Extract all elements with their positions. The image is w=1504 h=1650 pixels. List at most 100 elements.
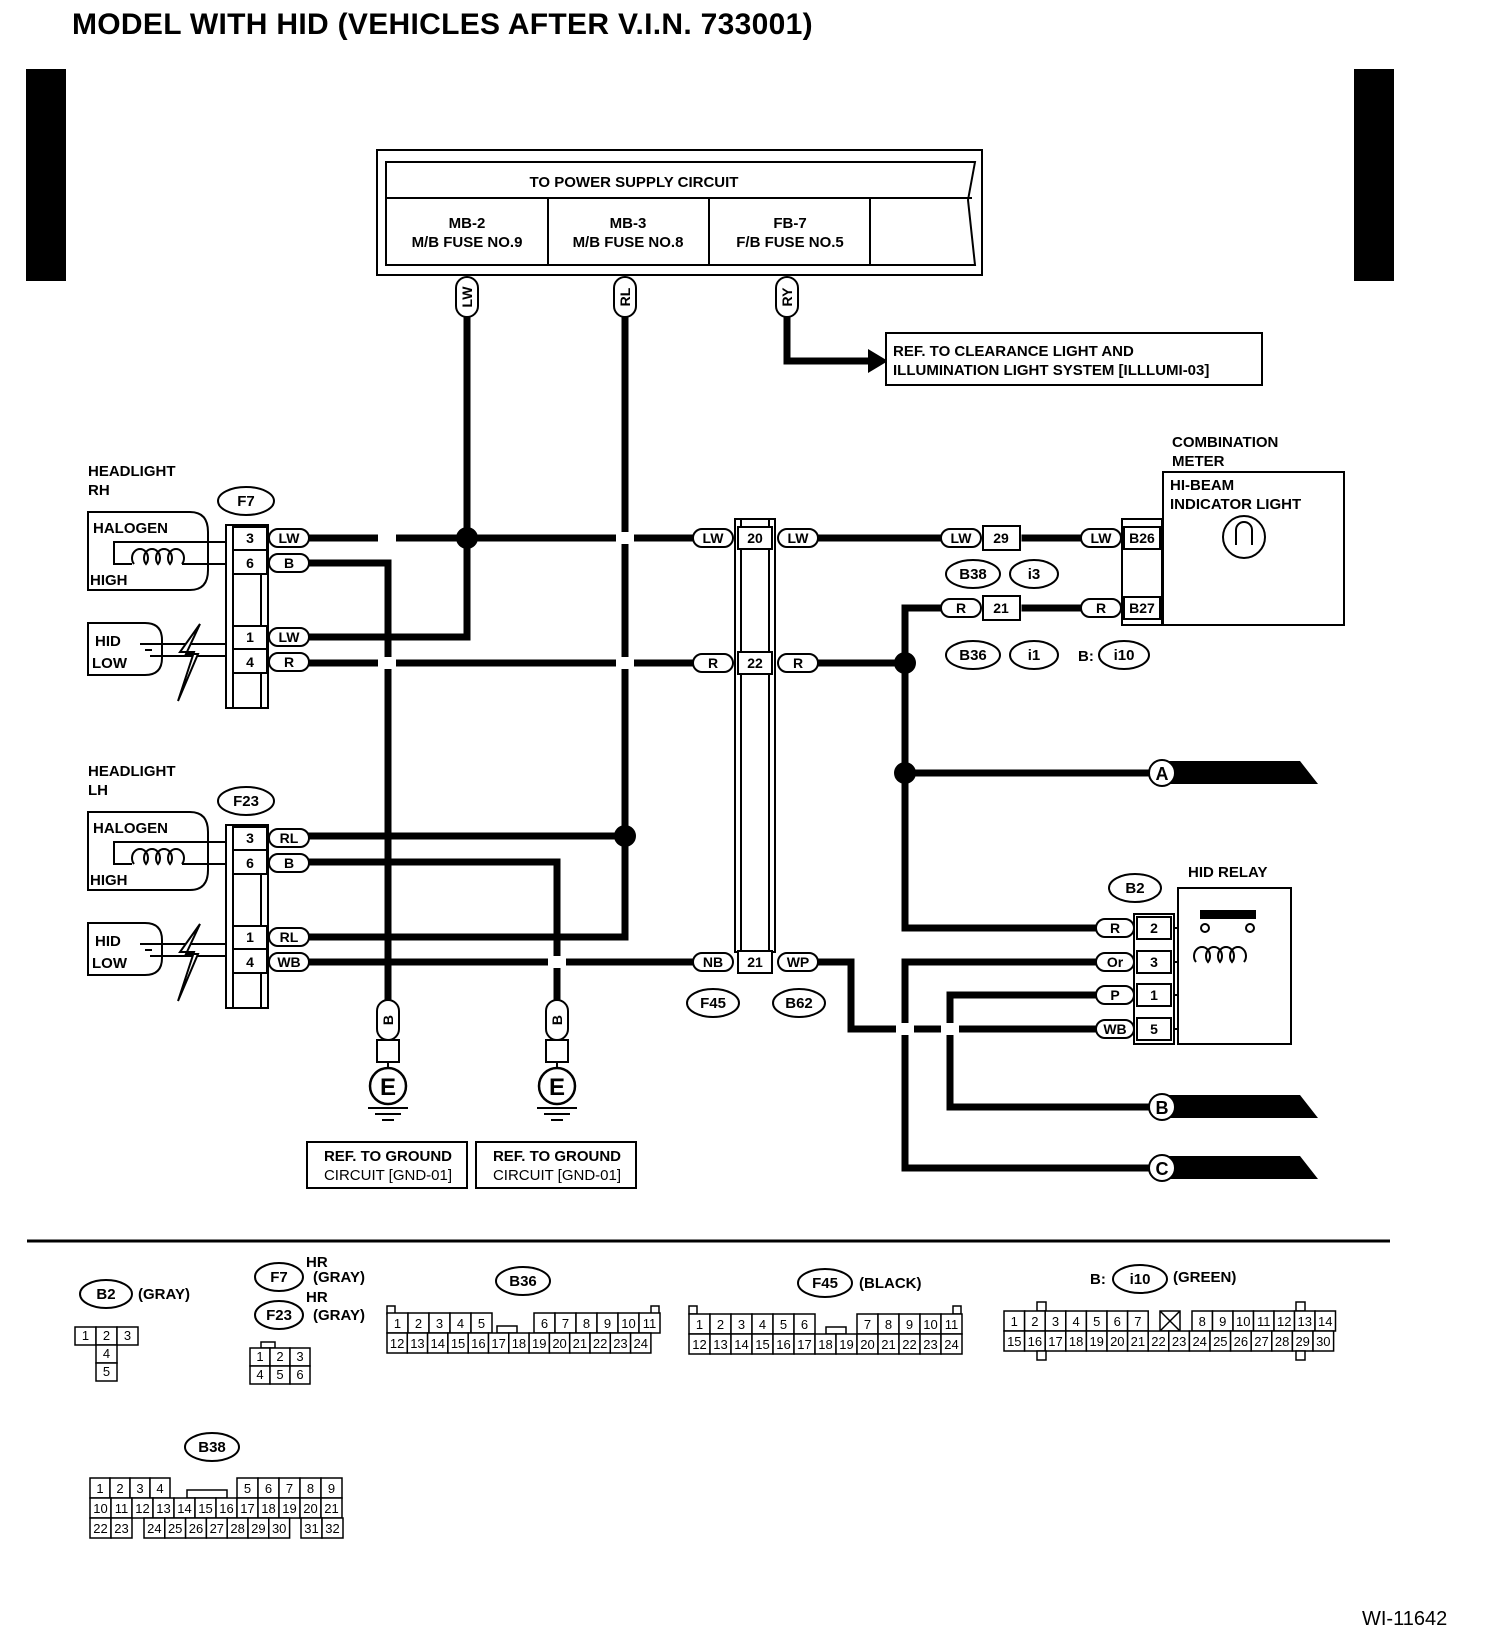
legend-b2: B2 — [96, 1286, 115, 1303]
legend-i10-tab-br — [1295, 1350, 1306, 1361]
legend-b38-row3b-text-6: 30 — [272, 1521, 286, 1536]
fuse-1-code: MB-3 — [610, 215, 647, 232]
legend-f45-row1a-text-1: 2 — [717, 1317, 724, 1332]
meter-indicator1: HI-BEAM — [1170, 477, 1234, 494]
joint-label-left: F45 — [700, 995, 726, 1012]
legend-b38-row3c-text-1: 32 — [325, 1521, 339, 1536]
legend-b38-row1a-text-3: 4 — [156, 1481, 163, 1496]
legend-b36-row1b-text-5: 11 — [643, 1316, 657, 1331]
legend-b36-row2-text-0: 12 — [390, 1336, 404, 1351]
legend-f45-row2-text-3: 15 — [755, 1337, 769, 1352]
hid-relay-wire-0-tag — [1095, 918, 1135, 938]
crossing-gap-1 — [616, 532, 634, 544]
legend-f45-row1b-text-4: 11 — [945, 1317, 959, 1332]
crossing-gap-4 — [548, 956, 566, 968]
headlight-rh-connector-oval — [217, 486, 275, 516]
joint-cell-1 — [737, 651, 773, 675]
legend-b38-row2-text-10: 20 — [303, 1501, 317, 1516]
meter-indicator2: INDICATOR LIGHT — [1170, 496, 1301, 513]
meter-wire-0-tag — [1080, 528, 1122, 548]
legend-b2-row3-text-0: 5 — [103, 1364, 110, 1379]
hi-beam-filament — [1235, 521, 1253, 545]
headlight-lh-pin-0: 3 — [246, 830, 254, 846]
headlight-lh-hid: HID — [95, 933, 121, 950]
joint-cell-0 — [737, 526, 773, 550]
legend-i10-row2-text-2: 17 — [1048, 1334, 1062, 1349]
headlight-rh-low: LOW — [92, 655, 128, 672]
legend-b36-row2-text-1: 13 — [410, 1336, 424, 1351]
legend-f45-tab-l — [688, 1305, 698, 1315]
legend-b38-row2-text-11: 21 — [324, 1501, 338, 1516]
legend-b38-row1b-text-3: 8 — [307, 1481, 314, 1496]
legend-b38-row2-text-8: 18 — [261, 1501, 275, 1516]
headlight-rh-hid: HID — [95, 633, 121, 650]
hid-relay-connector: B2 — [1125, 880, 1144, 897]
legend-b36-row2-text-8: 20 — [552, 1336, 566, 1351]
crossing-gap-0 — [378, 532, 396, 544]
legend-b36-row1b-text-0: 6 — [541, 1316, 548, 1331]
legend-f23-oval — [254, 1300, 304, 1330]
hid-relay-wire-2-tag — [1095, 985, 1135, 1005]
legend-b36-row2-text-6: 18 — [512, 1336, 526, 1351]
ground-symbol-1: E — [549, 1074, 565, 1101]
legend-b36-row1a-text-3: 4 — [457, 1316, 464, 1331]
headlight-lh-pin-wire-1-tag — [268, 853, 310, 873]
legend-f7-hr: HR — [306, 1254, 328, 1271]
legend-b2-row3-cell-0 — [95, 1362, 118, 1382]
hi-beam-indicator-icon — [1222, 515, 1266, 559]
fuse-wire-1-tag — [613, 276, 637, 318]
legend-b38-row3b-text-5: 29 — [251, 1521, 265, 1536]
legend-i10: i10 — [1130, 1271, 1151, 1288]
legend-i10-row1b-text-4: 12 — [1277, 1314, 1291, 1329]
wire-or — [901, 958, 1154, 1172]
ground-ref-box-1 — [475, 1141, 637, 1189]
legend-b36-row1b-text-2: 8 — [583, 1316, 590, 1331]
fuse-wire-0-tag — [455, 276, 479, 318]
headlight-lh-halogen-wire1 — [113, 841, 228, 865]
legend-f45-row2-text-8: 20 — [860, 1337, 874, 1352]
hid-relay-pin-3: 5 — [1150, 1021, 1158, 1037]
mid-label-top-0-oval — [945, 559, 1001, 589]
headlight-lh-pin-wire-3-tag — [268, 952, 310, 972]
arrow-clearance — [868, 349, 888, 373]
legend-b36-row1a-text-4: 5 — [478, 1316, 485, 1331]
joint-cell-2 — [737, 950, 773, 974]
hid-relay-wire-2: P — [1110, 987, 1119, 1003]
headlight-rh-pin-wire-2: LW — [279, 629, 301, 645]
legend-i10-blocked-pin — [1159, 1310, 1181, 1332]
legend-b36-row2-cell-12 — [629, 1332, 652, 1354]
joint-left-1-tag — [692, 653, 734, 673]
legend-f45-row1b-text-2: 9 — [906, 1317, 913, 1332]
legend-b36-row2-text-4: 16 — [471, 1336, 485, 1351]
headlight-lh-low: LOW — [92, 955, 128, 972]
legend-b36-row2-text-2: 14 — [431, 1336, 445, 1351]
meter-pin-1: B27 — [1129, 600, 1155, 616]
crossing-gap-6 — [941, 1023, 959, 1035]
offpage-letter-1: B — [1156, 1098, 1169, 1118]
fuse-wire-2-tag — [775, 276, 799, 318]
meter-wire-1: R — [1096, 600, 1106, 616]
legend-b38-row3b-cell-6 — [268, 1517, 291, 1539]
legend-f45-row1a-text-2: 3 — [738, 1317, 745, 1332]
junction-r-a — [894, 762, 916, 784]
fuse-0-name: M/B FUSE NO.9 — [412, 234, 523, 251]
legend-f45-oval — [797, 1268, 853, 1298]
legend-b2-color: (GRAY) — [138, 1286, 190, 1303]
joint-right-2: WP — [787, 954, 810, 970]
crossing-gap-2 — [378, 657, 396, 669]
ground-block-0 — [376, 1039, 400, 1063]
legend-f45-row2-text-10: 22 — [902, 1337, 916, 1352]
headlight-lh-hid-bolt — [177, 923, 201, 1002]
joint-left-0-tag — [692, 528, 734, 548]
legend-b38-row1a-text-0: 1 — [96, 1481, 103, 1496]
headlight-rh-pin-wire-1-tag — [268, 553, 310, 573]
legend-b2-row1-text-1: 2 — [103, 1328, 110, 1343]
headlight-lh-pin-3: 4 — [246, 954, 254, 970]
ground-symbol-0: E — [380, 1074, 396, 1101]
headlight-lh-pin-wire-1: B — [284, 855, 294, 871]
legend-i10-row2-text-13: 28 — [1275, 1334, 1289, 1349]
legend-i10-row1a-text-5: 6 — [1114, 1314, 1121, 1329]
headlight-rh-pin-wire-3: R — [284, 654, 294, 670]
meter-pin-cell-0 — [1123, 526, 1161, 550]
page-title: MODEL WITH HID (VEHICLES AFTER V.I.N. 73… — [72, 8, 813, 41]
